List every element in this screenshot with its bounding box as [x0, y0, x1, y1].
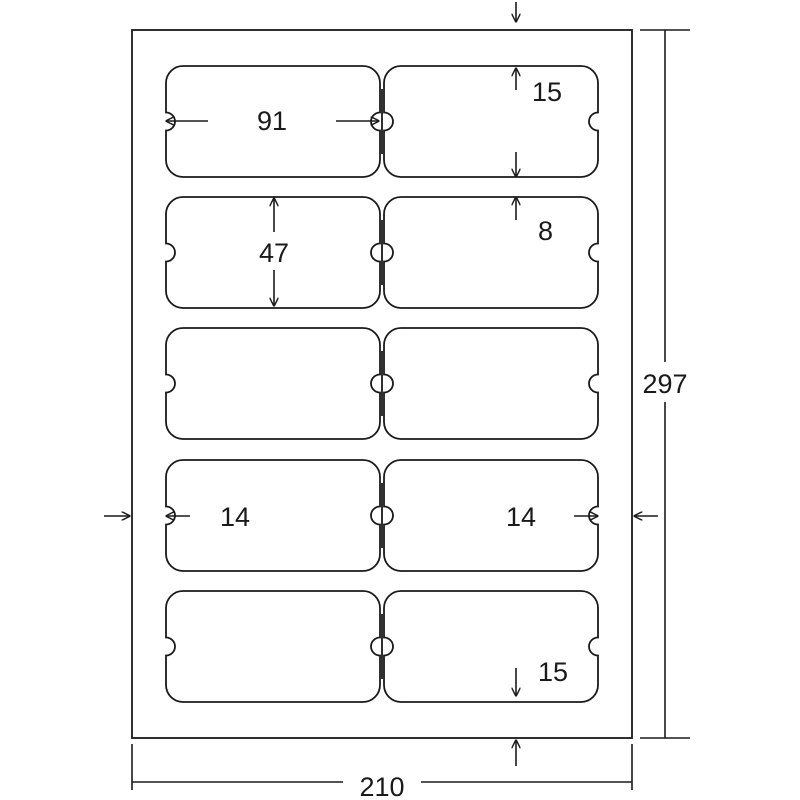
- left-margin-dimension: 14: [104, 502, 250, 532]
- label-outline: [165, 590, 381, 703]
- sheet-width-value: 210: [359, 772, 404, 800]
- label-outline: [383, 327, 599, 440]
- label-outline: [383, 196, 599, 309]
- label-outline: [383, 459, 599, 572]
- label-height-value: 47: [259, 238, 289, 268]
- label-outline: [383, 590, 599, 703]
- right-margin-dimension: 14: [506, 502, 658, 532]
- label-grid: [165, 65, 599, 703]
- label-width-value: 91: [257, 106, 287, 136]
- right-margin-value: 14: [506, 502, 536, 532]
- label-outline: [383, 65, 599, 178]
- label-outline: [165, 327, 381, 440]
- height-label-backdrop: [634, 362, 696, 402]
- label-outline: [165, 459, 381, 572]
- row-gap-dimension: 8: [516, 152, 553, 246]
- width-label-backdrop: [343, 764, 421, 800]
- top-margin-value: 15: [532, 77, 562, 107]
- label-outline: [165, 65, 381, 178]
- top-margin-dimension: 15: [516, 2, 562, 107]
- label-width-dimension: 91: [166, 106, 379, 136]
- row-gap-value: 8: [538, 216, 553, 246]
- left-margin-value: 14: [220, 502, 250, 532]
- sheet-width-dimension: 210: [131, 744, 633, 800]
- bottom-margin-value: 15: [538, 657, 568, 687]
- bottom-margin-dimension: 15: [516, 657, 568, 766]
- sheet-height-value: 297: [642, 369, 687, 399]
- label-height-dimension: 47: [259, 198, 289, 306]
- label-outline: [165, 196, 381, 309]
- sheet-height-dimension: 297: [634, 29, 696, 739]
